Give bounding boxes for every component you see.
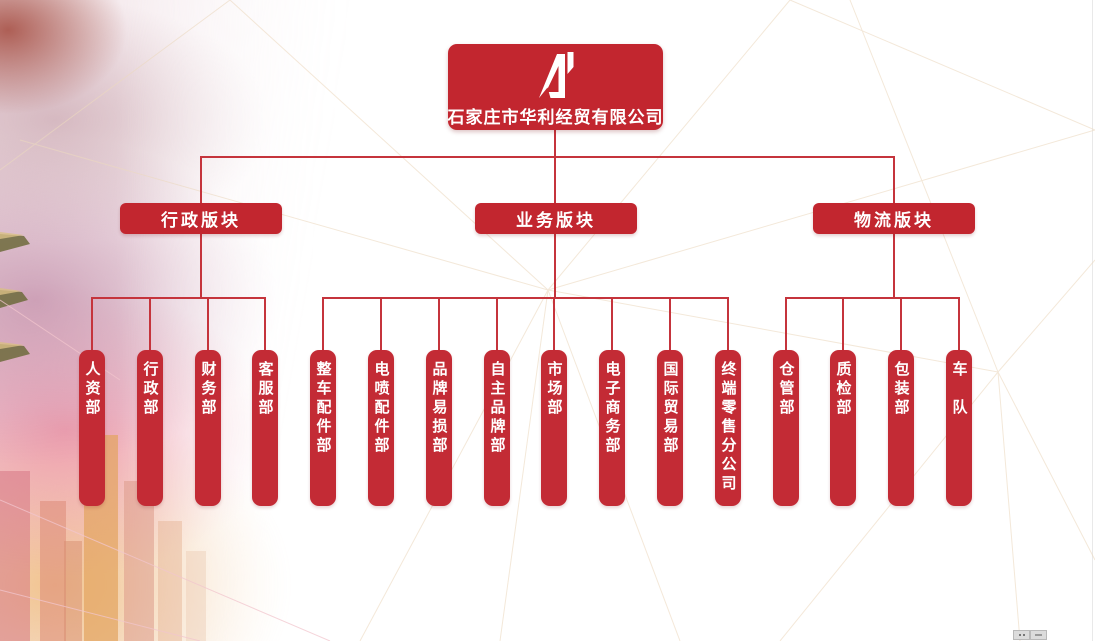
connector-line: [958, 299, 960, 351]
dept-box: 行政部: [137, 350, 163, 506]
connector-line: [554, 130, 556, 157]
connector-line: [554, 157, 556, 203]
dept-box: 自主品牌部: [484, 350, 510, 506]
connector-line: [200, 233, 202, 298]
connector-line: [207, 299, 209, 351]
pagoda-roof-art: [0, 232, 30, 362]
connector-line: [785, 299, 787, 351]
dept-box: 客服部: [252, 350, 278, 506]
company-name: 石家庄市华利经贸有限公司: [447, 108, 664, 127]
dept-box: 包装部: [888, 350, 914, 506]
scrollbar-dots-segment[interactable]: [1013, 630, 1030, 640]
connector-line: [611, 299, 613, 351]
dept-box: 电喷配件部: [368, 350, 394, 506]
connector-line: [91, 297, 266, 299]
right-edge-divider: [1092, 0, 1093, 641]
company-logo-icon: [538, 52, 573, 98]
dept-box: 品牌易损部: [426, 350, 452, 506]
dept-box: 质检部: [830, 350, 856, 506]
connector-line: [264, 299, 266, 351]
dept-box: 市场部: [541, 350, 567, 506]
connector-line: [900, 299, 902, 351]
section-box-admin: 行政版块: [120, 203, 282, 234]
section-box-logistics: 物流版块: [813, 203, 975, 234]
connector-line: [893, 233, 895, 298]
connector-line: [149, 299, 151, 351]
company-root-box: 石家庄市华利经贸有限公司: [448, 44, 663, 130]
dept-box: 财务部: [195, 350, 221, 506]
dept-box: 车 队: [946, 350, 972, 506]
connector-line: [91, 299, 93, 351]
connector-line: [200, 156, 895, 158]
dept-box: 仓管部: [773, 350, 799, 506]
connector-line: [893, 157, 895, 203]
connector-line: [322, 299, 324, 351]
dept-box: 电子商务部: [599, 350, 625, 506]
connector-line: [380, 299, 382, 351]
connector-line: [842, 299, 844, 351]
connector-line: [554, 233, 556, 298]
connector-line: [200, 157, 202, 203]
connector-line: [669, 299, 671, 351]
connector-line: [785, 297, 960, 299]
dept-box: 整车配件部: [310, 350, 336, 506]
scrollbar-dash-segment[interactable]: [1030, 630, 1047, 640]
section-box-business: 业务版块: [475, 203, 637, 234]
connector-line: [322, 297, 729, 299]
mini-scrollbar[interactable]: [1013, 630, 1047, 640]
connector-line: [727, 299, 729, 351]
connector-line: [553, 299, 555, 351]
connector-line: [438, 299, 440, 351]
dept-box: 终端零售分公司: [715, 350, 741, 506]
dept-box: 人资部: [79, 350, 105, 506]
dept-box: 国际贸易部: [657, 350, 683, 506]
connector-line: [496, 299, 498, 351]
